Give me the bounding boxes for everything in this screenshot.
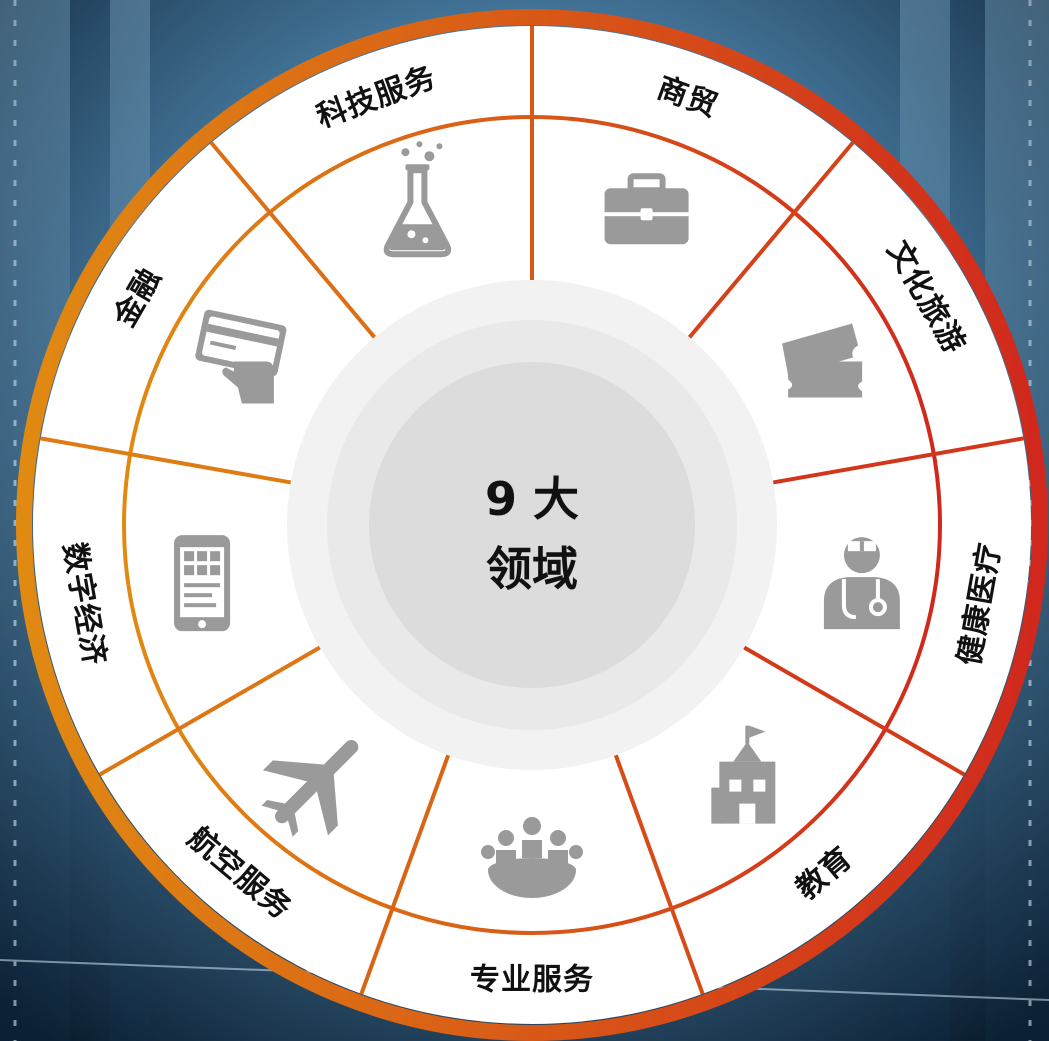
sector-divider-6 bbox=[359, 754, 451, 995]
sector-divider-5 bbox=[613, 754, 705, 995]
briefcase-icon bbox=[604, 173, 689, 245]
smartphone-icon bbox=[174, 535, 231, 632]
outer-ring bbox=[16, 9, 1048, 1041]
center-title-line2: 领域 bbox=[486, 542, 578, 596]
center-title-line1: 9 大 bbox=[485, 472, 579, 526]
airplane-icon bbox=[261, 739, 359, 837]
sector-divider-3 bbox=[772, 436, 1024, 485]
flask-icon bbox=[383, 141, 452, 258]
sector-label-meeting: 专业服务 bbox=[470, 963, 594, 998]
meeting-icon bbox=[481, 817, 583, 898]
sector-divider-7 bbox=[98, 645, 321, 777]
doctor-icon bbox=[823, 537, 900, 630]
sector-dividers bbox=[40, 26, 1024, 995]
sector-divider-4 bbox=[743, 645, 966, 777]
sector-divider-2 bbox=[687, 141, 855, 339]
hub-inner-disc bbox=[369, 362, 695, 688]
sector-icons bbox=[174, 141, 900, 898]
tickets-icon bbox=[782, 323, 863, 398]
sector-divider-9 bbox=[209, 141, 377, 339]
sector-divider-8 bbox=[40, 436, 292, 485]
credit-card-icon bbox=[195, 309, 287, 404]
school-icon bbox=[711, 725, 776, 824]
